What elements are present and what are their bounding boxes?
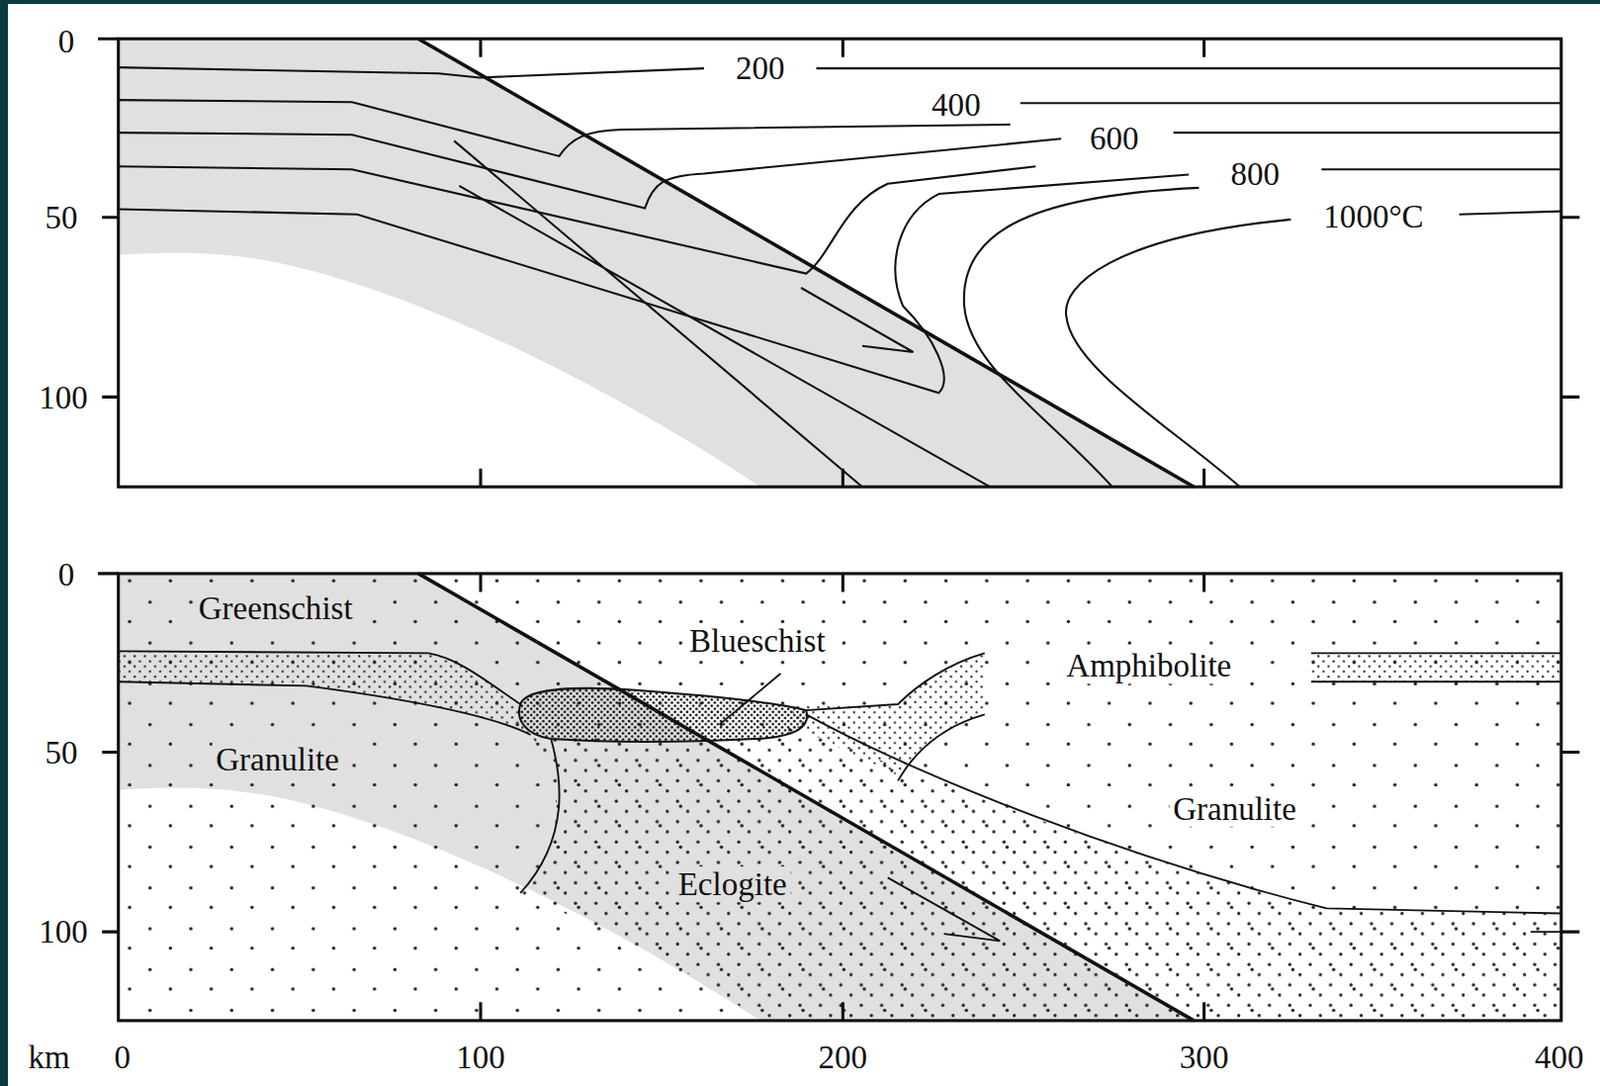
axis-tick-label: 0 [109,1039,135,1075]
axis-unit: km [23,1039,74,1075]
isotherm-label: 800 [1226,155,1284,191]
axis-tick-label: 400 [1530,1039,1589,1075]
axis-tick-label: 100 [451,1039,510,1075]
isotherm-label: 400 [927,86,985,122]
facies-panel [97,573,1580,1021]
axis-tick-label: 0 [54,556,80,593]
facies-label: Amphibolite [1062,647,1236,684]
facies-label: Granulite [211,741,344,778]
axis-tick-label: 50 [40,733,82,770]
facies-label: Granulite [1168,790,1301,826]
isotherm-label: 1000°C [1319,198,1428,235]
facies-label: Blueschist [685,622,830,659]
axis-tick-label: 300 [1175,1039,1234,1075]
slide-border [0,0,8,1086]
axis-tick-label: 50 [40,199,82,236]
thermal-panel [97,38,1580,487]
slide-border [0,0,1600,4]
axis-tick-label: 200 [813,1039,872,1075]
facies-label: Eclogite [674,866,792,902]
axis-tick-label: 0 [54,22,80,59]
isotherm-label: 600 [1085,119,1144,156]
facies-label: Greenschist [194,590,357,626]
isotherm-label: 200 [731,50,790,87]
axis-tick-label: 100 [34,913,92,950]
axis-tick-label: 100 [34,378,92,415]
